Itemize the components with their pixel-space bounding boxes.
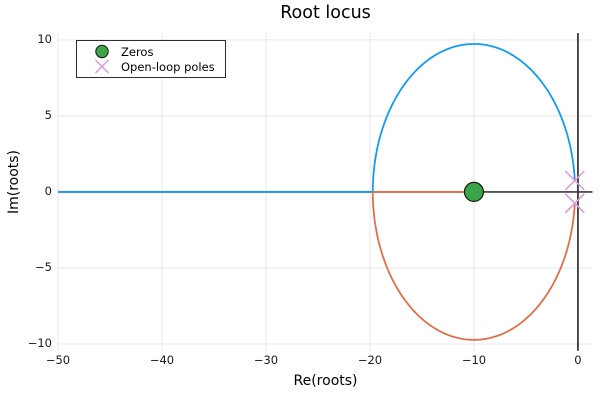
pole-x-stroke [564,193,585,214]
pole-zero-markers [463,170,585,214]
root-locus-branches [58,43,576,341]
x-tick-label-0: 0 [574,353,582,367]
xcross-marker-icon [95,59,109,74]
y-tick-label-10: 10 [37,32,52,47]
legend-item-label: Zeros [121,44,154,59]
legend-item-label: Open-loop poles [121,59,215,74]
legend-item-1: Open-loop poles [79,59,215,74]
branch-lower-branch [371,190,576,341]
y-tick-label-5: 5 [44,108,52,123]
zeros-legend-icon [95,44,109,59]
x-tick-label--30: −30 [253,353,279,367]
x-tick-label--40: −40 [149,353,175,367]
circle-marker-icon [95,44,109,59]
zero-marker [463,181,485,202]
pole-marker [564,170,585,191]
pole-x-stroke [564,170,585,191]
poles-legend-icon [95,59,109,74]
branch-upper-branch [58,43,576,193]
y-tick-label--10: −10 [27,336,52,351]
y-tick-label--5: −5 [35,260,52,275]
legend-item-0: Zeros [79,44,215,59]
pole-marker [564,193,585,214]
y-tick-label-0: 0 [44,184,52,199]
chart-title: Root locus [280,3,371,23]
x-tick-label--50: −50 [45,353,71,367]
x-tick-label--20: −20 [357,353,383,367]
x-tick-label--10: −10 [461,353,487,367]
x-axis-label: Re(roots) [293,373,358,389]
